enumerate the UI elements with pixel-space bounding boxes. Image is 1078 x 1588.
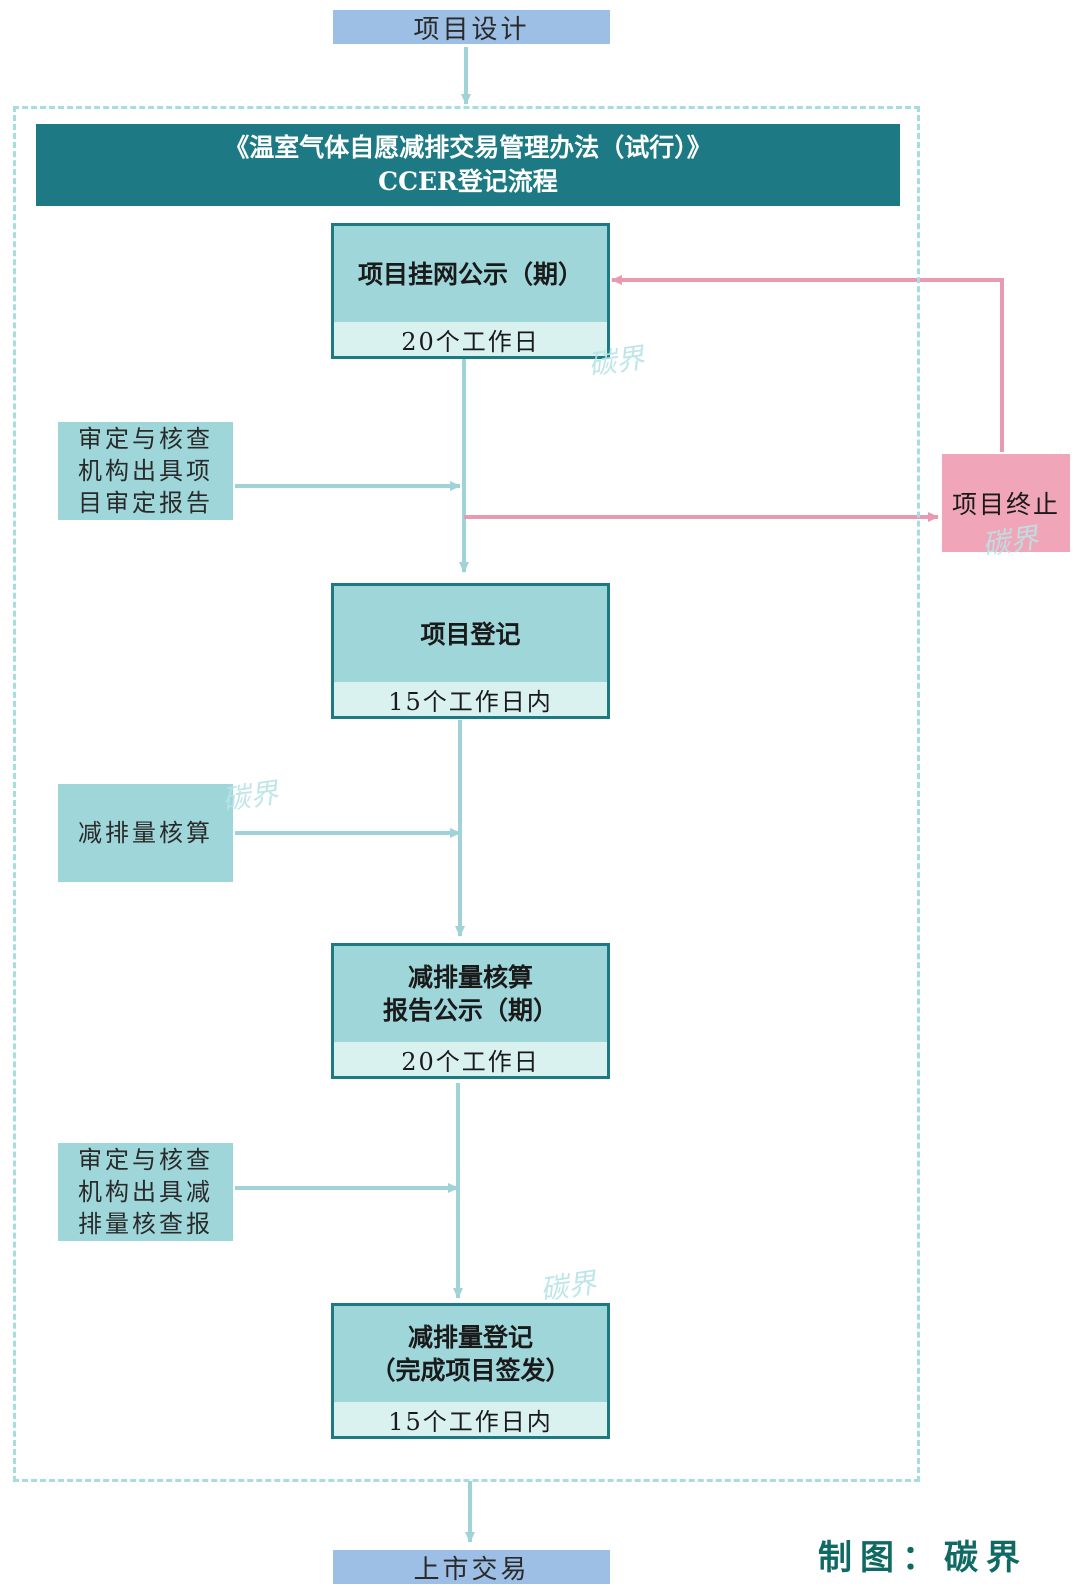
banner-title: 《温室气体自愿减排交易管理办法（试行）》 (224, 133, 712, 162)
step-title-line: 报告公示（期） (382, 996, 558, 1025)
input-line: 审定与核查 (78, 425, 213, 453)
step-title-line: （完成项目签发） (370, 1356, 571, 1385)
arrow-termination-back-to-publicity (611, 275, 1004, 452)
step-emission-registration: 减排量登记 （完成项目签发） 15个工作日内 (331, 1303, 610, 1439)
watermark-text: 碳界 (538, 1266, 599, 1307)
step-title-line: 减排量核算 (407, 963, 533, 992)
watermark-logo: 碳界 (219, 771, 280, 818)
step-duration: 15个工作日内 (334, 682, 607, 716)
step-title-line: 减排量登记 (407, 1323, 533, 1352)
input-line: 目审定报告 (78, 489, 213, 517)
step-emission-report-publicity: 减排量核算 报告公示（期） 20个工作日 (331, 943, 610, 1079)
start-label: 项目设计 (413, 14, 530, 45)
step-title-line: 项目登记 (420, 619, 521, 649)
termination-label: 项目终止 (951, 490, 1060, 519)
watermark-logo: 碳界 (537, 1261, 598, 1308)
input-line: 机构出具减 (78, 1178, 213, 1206)
watermark-text: 碳界 (586, 341, 647, 382)
step-duration: 20个工作日 (334, 1042, 607, 1076)
watermark-logo: 碳界 (979, 516, 1040, 563)
step-project-registration: 项目登记 15个工作日内 (331, 583, 610, 719)
step-duration: 20个工作日 (334, 322, 607, 356)
input-validation-report: 审定与核查 机构出具项 目审定报告 (58, 422, 233, 520)
watermark-text: 碳界 (980, 521, 1041, 562)
process-frame (13, 106, 920, 1482)
banner-subtitle: CCER登记流程 (378, 167, 558, 196)
start-node: 项目设计 (333, 10, 610, 45)
input-verification-report: 审定与核查 机构出具减 排量核查报 (58, 1143, 233, 1241)
watermark-text: 碳界 (220, 776, 281, 817)
end-label: 上市交易 (413, 1554, 530, 1585)
step-project-publicity: 项目挂网公示（期） 20个工作日 (331, 223, 610, 359)
input-line: 机构出具项 (78, 457, 213, 485)
end-node: 上市交易 (333, 1550, 610, 1585)
input-line: 减排量核算 (78, 819, 213, 847)
input-emission-accounting: 减排量核算 (58, 784, 233, 882)
process-title-banner: 《温室气体自愿减排交易管理办法（试行）》 CCER登记流程 (36, 124, 900, 206)
input-line: 排量核查报 (78, 1210, 213, 1238)
step-duration: 15个工作日内 (334, 1402, 607, 1436)
input-line: 审定与核查 (78, 1146, 213, 1174)
chart-credit: 制图：碳界 (818, 1538, 1028, 1578)
step-title-line: 项目挂网公示（期） (357, 259, 583, 289)
termination-node: 项目终止 (942, 454, 1070, 552)
watermark-logo: 碳界 (585, 336, 646, 383)
